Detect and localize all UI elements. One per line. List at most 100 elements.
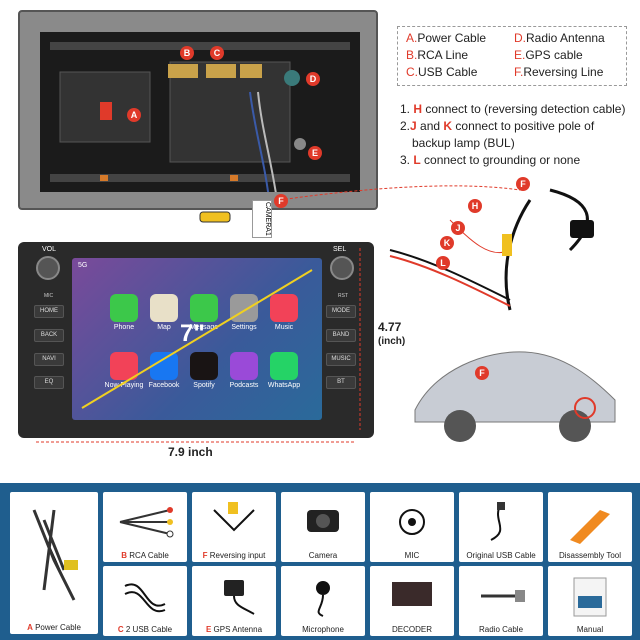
message-app-icon[interactable] xyxy=(190,294,218,322)
label-a: A xyxy=(127,108,141,122)
dimension-lines xyxy=(36,248,361,443)
gps-antenna-icon xyxy=(224,580,255,615)
legend-item: A.Power Cable xyxy=(406,31,487,45)
reversing-input-card: F Reversing input xyxy=(192,492,276,562)
bt-button[interactable]: BT xyxy=(326,376,356,389)
wire-label-k: K xyxy=(440,236,454,250)
app-label: Facebook xyxy=(148,382,180,389)
height-unit: (inch) xyxy=(378,336,406,347)
touchscreen[interactable]: 5G Phone Map Message Settings Music Now … xyxy=(72,258,322,420)
music-button[interactable]: MUSIC xyxy=(326,353,356,366)
connector-graphic xyxy=(50,42,350,208)
rca-plug xyxy=(196,206,236,228)
connector-panel xyxy=(40,32,360,208)
acc-label: Disassembly Tool xyxy=(558,551,622,560)
usb2-cable-icon xyxy=(124,583,166,613)
back-button[interactable]: BACK xyxy=(34,329,64,342)
signal-status: 5G xyxy=(78,262,88,269)
app-label: Music xyxy=(274,324,294,331)
wire-label-j: J xyxy=(451,221,465,235)
facebook-app-icon[interactable] xyxy=(150,352,178,380)
phone-app-icon[interactable] xyxy=(110,294,138,322)
diagonal-arrow xyxy=(81,269,313,409)
acc-label: Camera xyxy=(308,551,338,560)
note-1: 1. H connect to (reversing detection cab… xyxy=(400,102,626,116)
acc-label: Original USB Cable xyxy=(466,551,536,560)
acc-label: B RCA Cable xyxy=(121,551,169,560)
camera-card: Camera xyxy=(281,492,365,562)
acc-label: E GPS Antenna xyxy=(205,625,263,634)
camera-icon xyxy=(307,510,339,532)
music-app-icon[interactable] xyxy=(270,294,298,322)
legend-item: D.Radio Antenna xyxy=(514,31,605,45)
legend-item: E.GPS cable xyxy=(514,48,583,62)
volume-knob[interactable] xyxy=(36,256,60,280)
navi-button[interactable]: NAVI xyxy=(34,353,64,366)
app-label: Map xyxy=(157,324,171,331)
radio-cable-icon xyxy=(481,590,525,602)
rca-cable-icon xyxy=(119,507,174,538)
car-label-f: F xyxy=(475,366,489,380)
note-3: 3. L connect to grounding or none xyxy=(400,153,581,167)
wiring-diagram xyxy=(279,185,594,311)
rca-cable-card: B RCA Cable xyxy=(103,492,187,562)
acc-label: MIC xyxy=(404,551,420,560)
legend-item: C.USB Cable xyxy=(406,65,478,79)
sel-label: SEL xyxy=(333,246,347,253)
app-label: Phone xyxy=(113,324,135,331)
decoder-card: DECODER xyxy=(370,566,454,636)
wire-label-l: L xyxy=(436,256,450,270)
now-playing-app-icon[interactable] xyxy=(110,352,138,380)
width-value: 7.9 inch xyxy=(168,445,213,459)
legend-item: B.RCA Line xyxy=(406,48,469,62)
note-2-cont: backup lamp (BUL) xyxy=(412,136,515,150)
camera-tag: CAMERA1 xyxy=(252,200,272,238)
microphone-icon xyxy=(316,581,330,617)
app-label: WhatsApp xyxy=(267,382,301,389)
usb-cable-card: Original USB Cable xyxy=(459,492,543,562)
manual-icon xyxy=(573,577,607,617)
tool-icon xyxy=(570,510,610,544)
acc-label: Microphone xyxy=(302,625,344,634)
radio-cable-card: Radio Cable xyxy=(459,566,543,636)
gps-antenna-card: E GPS Antenna xyxy=(192,566,276,636)
decoder-icon xyxy=(392,582,432,606)
map-app-icon[interactable] xyxy=(150,294,178,322)
app-label: Podcasts xyxy=(229,382,259,389)
wire-label-f: F xyxy=(516,177,530,191)
chassis-rear-view: A B C D E F xyxy=(18,10,378,210)
label-e: E xyxy=(308,146,322,160)
home-button[interactable]: HOME xyxy=(34,305,64,318)
microphone-card: Microphone xyxy=(281,566,365,636)
reversing-input-icon xyxy=(213,502,255,532)
vol-label: VOL xyxy=(42,246,57,253)
note-2: 2.J and K connect to positive pole of xyxy=(400,119,595,133)
mode-button[interactable]: MODE xyxy=(326,305,356,318)
band-button[interactable]: BAND xyxy=(326,329,356,342)
wire-label-h: H xyxy=(468,199,482,213)
eq-button[interactable]: EQ xyxy=(34,376,64,389)
app-label: Now Playing xyxy=(104,382,144,389)
select-knob[interactable] xyxy=(330,256,354,280)
acc-label: Manual xyxy=(576,625,604,634)
car-illustration xyxy=(414,351,616,442)
app-label: Settings xyxy=(231,324,257,331)
label-f: F xyxy=(274,194,288,208)
label-b: B xyxy=(180,46,194,60)
podcasts-app-icon[interactable] xyxy=(230,352,258,380)
harness-icon xyxy=(32,509,78,601)
whatsapp-app-icon[interactable] xyxy=(270,352,298,380)
usb-cable-icon xyxy=(490,502,505,541)
app-label: Message xyxy=(189,324,219,331)
manual-card: Manual xyxy=(548,566,632,636)
app-label: Spotify xyxy=(193,382,215,389)
usb2-cable-card: C 2 USB Cable xyxy=(103,566,187,636)
legend-box: A.Power Cable D.Radio Antenna B.RCA Line… xyxy=(397,26,627,86)
mic-icon xyxy=(399,509,425,535)
harness-card: A Power Cable xyxy=(10,492,98,634)
mic-card: MIC xyxy=(370,492,454,562)
screen-size: 7" xyxy=(180,320,205,347)
legend-item: F.Reversing Line xyxy=(514,65,604,79)
spotify-app-icon[interactable] xyxy=(190,352,218,380)
mic-label: MIC xyxy=(44,293,54,299)
